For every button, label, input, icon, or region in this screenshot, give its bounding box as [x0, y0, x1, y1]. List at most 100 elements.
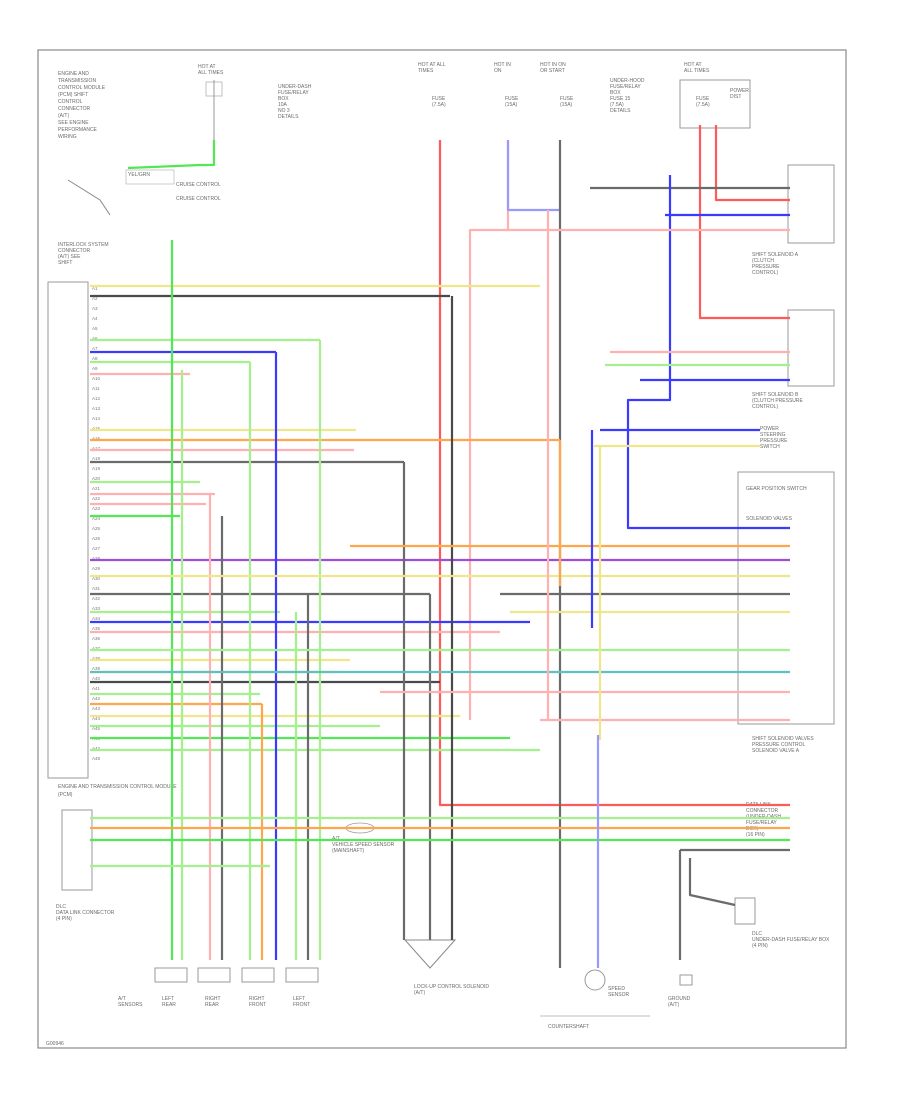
svg-text:GROUND: GROUND — [668, 996, 691, 1002]
pin-number: A25 — [92, 526, 101, 531]
diagram-frame — [37, 49, 847, 1049]
pin-number: A13 — [92, 406, 101, 411]
svg-text:DATA LINK CONNECTOR: DATA LINK CONNECTOR — [56, 910, 115, 916]
svg-text:FUSE/RELAY: FUSE/RELAY — [746, 820, 777, 826]
pin-number: A18 — [92, 456, 101, 461]
svg-text:DLC: DLC — [752, 931, 762, 937]
pin-number: A44 — [92, 716, 101, 721]
pin-number: A47 — [92, 746, 101, 751]
svg-text:UNDER-DASH FUSE/RELAY BOX: UNDER-DASH FUSE/RELAY BOX — [752, 937, 830, 943]
pin-number: A28 — [92, 556, 101, 561]
wire-lblue-top — [506, 140, 560, 212]
wire-dlc-gray-2 — [688, 858, 736, 907]
pin-number: A1 — [92, 286, 98, 291]
wire-red-sol-a — [714, 125, 790, 202]
svg-text:FUSE 15: FUSE 15 — [610, 96, 631, 102]
pin-number: A17 — [92, 446, 101, 451]
svg-text:FUSE: FUSE — [505, 96, 519, 102]
svg-text:SOLENOID VALVE A: SOLENOID VALVE A — [752, 748, 800, 754]
svg-text:REAR: REAR — [162, 1002, 176, 1008]
pin-number: A7 — [92, 346, 98, 351]
svg-text:DETAILS: DETAILS — [278, 114, 299, 120]
pin-number: A12 — [92, 396, 101, 401]
pin-number: A23 — [92, 506, 101, 511]
pin-number: A14 — [92, 416, 101, 421]
right-components: SHIFT SOLENOID A (CLUTCH PRESSURE CONTRO… — [734, 164, 835, 949]
pin-number: A43 — [92, 706, 101, 711]
svg-text:HOT AT: HOT AT — [684, 62, 702, 68]
svg-text:(A/T): (A/T) — [414, 990, 425, 996]
svg-text:FUSE: FUSE — [696, 96, 710, 102]
svg-text:GEAR POSITION SWITCH: GEAR POSITION SWITCH — [746, 486, 807, 492]
pin-number: A31 — [92, 586, 101, 591]
svg-text:PRESSURE: PRESSURE — [752, 264, 780, 270]
svg-text:POWER: POWER — [730, 88, 749, 94]
svg-text:BOX: BOX — [278, 96, 289, 102]
pin-number: A10 — [92, 376, 101, 381]
svg-text:POWER: POWER — [760, 426, 779, 432]
pin-number: A34 — [92, 616, 101, 621]
svg-text:ENGINE AND TRANSMISSION CONTRO: ENGINE AND TRANSMISSION CONTROL MODULE — [58, 784, 177, 790]
pin-number: A3 — [92, 306, 98, 311]
pin-number: A40 — [92, 676, 101, 681]
svg-text:HOT AT ALL: HOT AT ALL — [418, 62, 446, 68]
svg-text:STEERING: STEERING — [760, 432, 786, 438]
svg-text:10A: 10A — [278, 102, 288, 108]
svg-text:SHIFT SOLENOID B: SHIFT SOLENOID B — [752, 392, 799, 398]
svg-text:CONTROL MODULE: CONTROL MODULE — [58, 85, 106, 91]
svg-text:ENGINE AND: ENGINE AND — [58, 71, 89, 77]
pin-number: A29 — [92, 566, 101, 571]
wire-blue-loop — [626, 175, 790, 530]
pin-number: A30 — [92, 576, 101, 581]
pin-number: A9 — [92, 366, 98, 371]
svg-text:YEL/GRN: YEL/GRN — [128, 172, 150, 178]
svg-text:(A/T) SEE: (A/T) SEE — [58, 254, 81, 260]
svg-text:UNDER-HOOD: UNDER-HOOD — [610, 78, 645, 84]
svg-text:(7.5A): (7.5A) — [610, 102, 624, 108]
svg-text:HOT IN: HOT IN — [494, 62, 511, 68]
svg-text:FUSE/RELAY: FUSE/RELAY — [278, 90, 309, 96]
pin-number: A22 — [92, 496, 101, 501]
svg-text:FRONT: FRONT — [249, 1002, 266, 1008]
svg-text:INTERLOCK SYSTEM: INTERLOCK SYSTEM — [58, 242, 109, 248]
pin-number: A11 — [92, 386, 100, 391]
svg-text:(7.5A): (7.5A) — [432, 102, 446, 108]
svg-text:LOCK-UP CONTROL SOLENOID: LOCK-UP CONTROL SOLENOID — [414, 984, 489, 990]
svg-text:LEFT: LEFT — [293, 996, 305, 1002]
svg-text:BOX: BOX — [610, 90, 621, 96]
svg-text:HOT IN ON: HOT IN ON — [540, 62, 566, 68]
pin-number: A39 — [92, 666, 101, 671]
svg-text:SHIFT: SHIFT — [58, 260, 72, 266]
pin-number: A6 — [92, 336, 98, 341]
svg-text:SENSOR: SENSOR — [608, 992, 630, 998]
svg-text:ALL TIMES: ALL TIMES — [684, 68, 710, 74]
cruise-control-block: ENGINE AND TRANSMISSION CONTROL MODULE (… — [58, 71, 221, 216]
svg-text:DIST: DIST — [730, 94, 741, 100]
svg-text:CONNECTOR: CONNECTOR — [746, 808, 779, 814]
svg-text:REAR: REAR — [205, 1002, 219, 1008]
svg-text:(4 PIN): (4 PIN) — [56, 916, 72, 922]
svg-text:UNDER-DASH: UNDER-DASH — [278, 84, 312, 90]
svg-text:ON: ON — [494, 68, 502, 74]
ecm-pin-labels: A1A2A3A4A5A6A7A8A9A10A11A12A13A14A15A16A… — [92, 286, 101, 761]
pin-number: A2 — [92, 296, 98, 301]
svg-text:(7.5A): (7.5A) — [696, 102, 710, 108]
top-fuse-blocks: HOT AT ALL TIMES UNDER-DASH FUSE/RELAY B… — [198, 62, 751, 165]
pin-number: A48 — [92, 756, 101, 761]
pin-number: A36 — [92, 636, 101, 641]
svg-text:CRUISE CONTROL: CRUISE CONTROL — [176, 196, 221, 202]
svg-text:OR START: OR START — [540, 68, 565, 74]
pin-number: A5 — [92, 326, 98, 331]
bottom-components: A/T VEHICLE SPEED SENSOR (MAINSHAFT) A/T… — [118, 822, 693, 1030]
pin-number: A26 — [92, 536, 101, 541]
pin-number: A4 — [92, 316, 98, 321]
svg-text:(15A): (15A) — [560, 102, 573, 108]
svg-text:(PCM) SHIFT: (PCM) SHIFT — [58, 92, 88, 98]
svg-text:(4 PIN): (4 PIN) — [752, 943, 768, 949]
svg-text:(A/T): (A/T) — [668, 1002, 679, 1008]
svg-text:DETAILS: DETAILS — [610, 108, 631, 114]
svg-text:CRUISE CONTROL: CRUISE CONTROL — [176, 182, 221, 188]
svg-text:PRESSURE: PRESSURE — [760, 438, 788, 444]
svg-text:WIRING: WIRING — [58, 134, 77, 140]
